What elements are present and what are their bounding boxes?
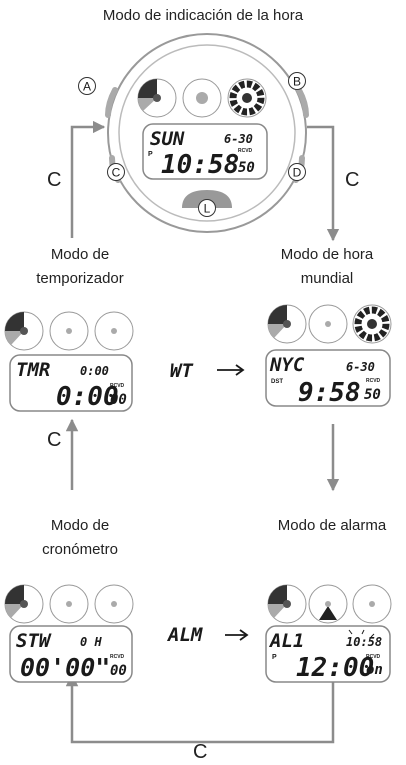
svg-text:SUN: SUN [150,128,185,150]
svg-text:12:00: 12:00 [296,653,374,683]
svg-text:A: A [83,80,91,94]
button-c-label-bottom-arrow: C [193,741,208,763]
button-b: B [288,72,306,90]
alarm-dials [267,584,392,624]
timer-dials [4,311,134,351]
svg-text:P: P [272,654,277,661]
svg-text:RCVD: RCVD [110,654,125,660]
svg-text:10:58: 10:58 [346,635,382,649]
svg-text:P: P [148,151,153,158]
timer-mode-title-line2: temporizador [36,270,124,287]
svg-text:9:58: 9:58 [298,378,361,408]
svg-text:DST: DST [271,379,283,385]
button-d: D [288,163,306,181]
world-time-mode-title-line1: Modo de hora [280,246,374,263]
stopwatch-mode-title-line2: cronómetro [42,541,118,558]
timekeeping-dial-right [227,78,267,118]
svg-text:50: 50 [238,160,255,176]
alarm-callout: ALM [166,624,203,646]
timer-mode-title-line1: Modo de [50,246,110,263]
button-c-label-left-arrow: C [47,169,62,191]
svg-text:10:58: 10:58 [161,150,239,180]
svg-text:00'00": 00'00" [20,653,110,682]
stopwatch-mode-title-line1: Modo de [50,517,110,534]
timekeeping-dial-middle [182,78,222,118]
stopwatch-lcd: STW 0 H 00'00" RCVD 00 [9,625,133,683]
arrow-alarm-to-stopwatch [65,673,335,744]
arrow-timer-to-timekeeping [70,120,106,238]
svg-text:RCVD: RCVD [366,378,381,384]
svg-text:0:00: 0:00 [56,382,119,412]
arrow-timekeeping-to-world [307,125,340,242]
flow-arrows [65,120,340,744]
alarm-mode-title: Modo de alarma [277,517,387,534]
svg-text:D: D [293,166,302,180]
alarm-flash-marks [348,629,375,638]
svg-text:6-30: 6-30 [346,360,375,374]
svg-text:C: C [112,166,121,180]
svg-text:0 H: 0 H [80,635,102,649]
svg-text:50: 50 [364,387,381,403]
alm-arrow-head [239,629,249,641]
svg-text:RCVD: RCVD [110,383,125,389]
timer-lcd: TMR 0:00 0:00 RCVD 00 [9,354,133,412]
alarm-lcd: AL1 10:58 P 12:00 RCVD on [265,625,391,683]
svg-text:TMR: TMR [16,359,50,381]
wt-arrow-head [235,364,245,376]
svg-text:RCVD: RCVD [366,654,381,660]
svg-text:on: on [366,662,383,678]
world-lcd: NYC 6-30 DST 9:58 RCVD 50 [265,349,391,408]
button-c-label-right-arrow: C [345,169,360,191]
svg-text:B: B [293,75,301,89]
button-c-label-timer-arrow: C [47,429,62,451]
svg-text:AL1: AL1 [268,630,304,652]
timekeeping-lcd: SUN 6-30 P 10:58 RCVD 50 [142,123,268,180]
svg-text:00: 00 [110,663,127,679]
world-dials [267,304,392,344]
svg-text:6-30: 6-30 [224,132,253,146]
timekeeping-dial-left [137,78,177,118]
svg-text:L: L [204,202,211,216]
svg-text:0:00: 0:00 [80,364,109,378]
button-c: C [107,163,125,181]
callout-arrows [217,364,249,641]
world-time-callout: WT [170,360,193,382]
svg-text:NYC: NYC [269,354,305,376]
svg-text:RCVD: RCVD [238,148,253,154]
svg-text:00: 00 [110,392,127,408]
svg-text:STW: STW [16,630,52,652]
world-time-mode-title-line2: mundial [300,270,354,287]
button-l: L [198,199,216,217]
timekeeping-mode-title: Modo de indicación de la hora [102,7,304,24]
button-a: A [78,77,96,95]
stopwatch-dials [4,584,134,624]
